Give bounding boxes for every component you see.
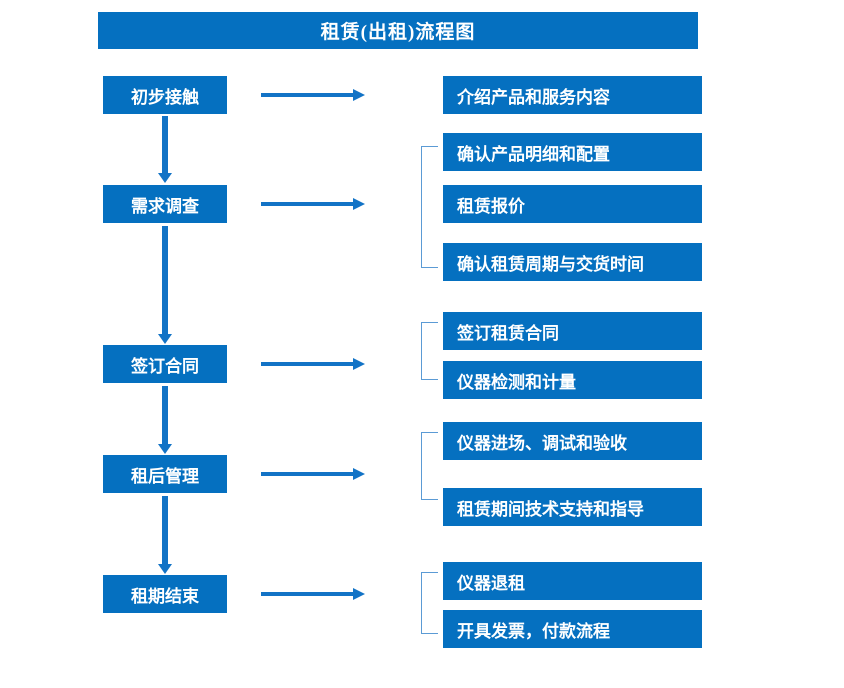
arrow-shaft [261,362,353,366]
right-arrow-icon-3 [261,358,365,370]
arrow-shaft [261,202,353,206]
detail-box-7[interactable]: 仪器进场、调试和验收 [443,422,702,460]
arrow-head [158,173,172,183]
arrow-head [353,468,365,480]
right-arrow-icon-1 [261,89,365,101]
detail-box-10[interactable]: 开具发票，付款流程 [443,610,702,648]
detail-box-2[interactable]: 确认产品明细和配置 [443,133,702,171]
arrow-shaft [261,472,353,476]
arrow-shaft [261,592,353,596]
arrow-head [353,198,365,210]
detail-box-1[interactable]: 介绍产品和服务内容 [443,76,702,114]
arrow-shaft [162,226,168,334]
group-bracket-4 [421,572,438,634]
right-arrow-icon-4 [261,468,365,480]
detail-box-3[interactable]: 租赁报价 [443,185,702,223]
detail-box-4[interactable]: 确认租赁周期与交货时间 [443,243,702,281]
page-title: 租赁(出租)流程图 [98,12,698,49]
group-bracket-3 [421,432,438,500]
right-arrow-icon-5 [261,588,365,600]
arrow-shaft [162,386,168,444]
stage-box-1[interactable]: 初步接触 [103,76,227,114]
arrow-shaft [261,93,353,97]
down-arrow-icon-4 [158,496,172,574]
arrow-head [158,444,172,454]
down-arrow-icon-1 [158,116,172,183]
down-arrow-icon-2 [158,226,172,344]
stage-box-5[interactable]: 租期结束 [103,575,227,613]
right-arrow-icon-2 [261,198,365,210]
arrow-shaft [162,116,168,173]
detail-box-9[interactable]: 仪器退租 [443,562,702,600]
group-bracket-2 [421,322,438,380]
down-arrow-icon-3 [158,386,172,454]
arrow-head [158,564,172,574]
arrow-head [353,588,365,600]
group-bracket-1 [421,146,438,268]
arrow-head [353,358,365,370]
stage-box-2[interactable]: 需求调查 [103,185,227,223]
detail-box-8[interactable]: 租赁期间技术支持和指导 [443,488,702,526]
stage-box-4[interactable]: 租后管理 [103,455,227,493]
arrow-shaft [162,496,168,564]
stage-box-3[interactable]: 签订合同 [103,345,227,383]
detail-box-5[interactable]: 签订租赁合同 [443,312,702,350]
detail-box-6[interactable]: 仪器检测和计量 [443,361,702,399]
arrow-head [353,89,365,101]
arrow-head [158,334,172,344]
